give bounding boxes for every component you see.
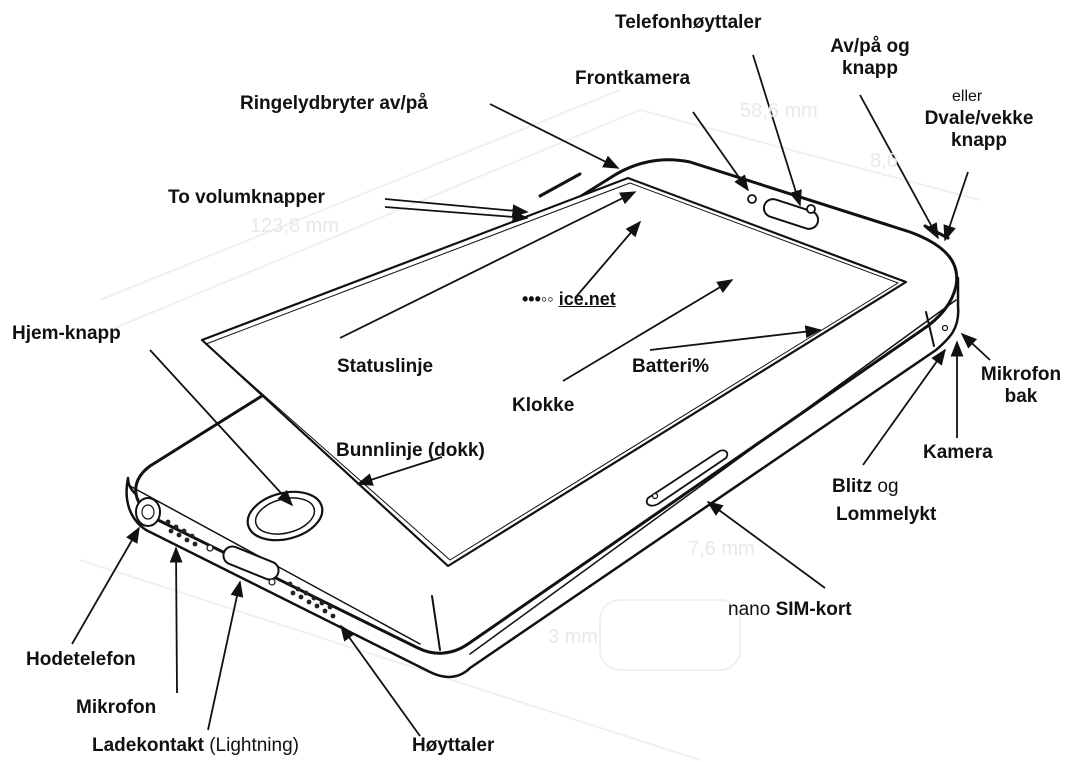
label-dvale-vekke: Dvale/vekke [924,108,1034,129]
label-kamera: Kamera [923,442,993,463]
speaker-grill-dots [165,519,336,619]
label-lommelykt: Lommelykt [836,504,937,525]
label-nano-sim-kort: nano SIM-kort [728,599,852,621]
status-bar-carrier: •••◦◦ ice.net [522,289,616,310]
label-hoyttaler: Høyttaler [412,735,495,756]
label-mikrofon: Mikrofon [76,697,157,718]
callout-arrows [71,54,991,737]
label-frontkamera: Frontkamera [575,68,691,89]
faded-dimension-length: 123,8 mm [250,215,339,237]
label-klokke: Klokke [512,395,575,416]
faded-dimension-small: 3 mm [548,626,598,648]
faded-dimension-width: 8,6 [870,150,898,172]
label-knapp-2: knapp [951,130,1007,151]
label-blitz-og: Blitz og [832,476,899,498]
label-bunnlinje: Bunnlinje (dokk) [336,440,485,461]
label-ringelydbryter: Ringelydbryter av/på [240,93,428,114]
faded-dimension-height: 58,6 mm [740,100,818,122]
label-ladekontakt-text: Ladekontakt [92,735,204,756]
label-mikrofon-bak-1: Mikrofon [980,364,1062,385]
label-telefonhoyttaler: Telefonhøyttaler [615,12,762,33]
label-lightning: (Lightning) [209,735,299,756]
label-ladekontakt: Ladekontakt (Lightning) [92,735,299,757]
phone-body [125,158,960,679]
label-to-volumknapper: To volumknapper [168,187,325,208]
signal-dots: •••◦◦ [522,289,554,309]
label-sim-kort: SIM-kort [775,599,852,620]
label-batteri: Batteri% [632,356,710,377]
label-knapp: knapp [842,58,898,79]
label-nano: nano [728,599,771,620]
label-dvale-vekke-knapp: Dvale/vekke knapp [913,108,1045,152]
label-mikrofon-bak: Mikrofon bak [980,364,1062,408]
faded-dimension-depth: 7,6 mm [688,538,755,560]
label-hjem-knapp: Hjem-knapp [12,323,121,344]
label-av-pa-knapp: Av/på og knapp [815,36,925,80]
label-og: og [877,476,899,497]
faded-dimension-lines [79,89,981,761]
label-av-pa-og: Av/på og [830,36,910,57]
label-mikrofon-bak-2: bak [1004,386,1038,407]
label-eller: eller [952,88,983,105]
label-hodetelefon: Hodetelefon [26,649,136,670]
label-blitz: Blitz [832,476,873,497]
label-statuslinje: Statuslinje [337,356,434,377]
carrier-name: ice.net [558,289,616,309]
